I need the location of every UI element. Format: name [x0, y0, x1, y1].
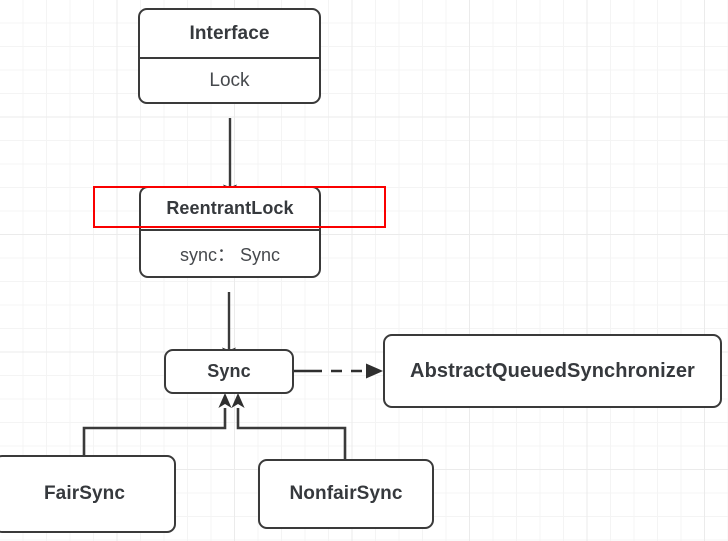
- edge-fairsync-to-sync: [82, 393, 232, 455]
- interface-body: Lock: [209, 69, 250, 91]
- interface-header: Interface: [189, 22, 270, 44]
- edge-sync-to-aqs: [294, 363, 383, 379]
- interface-divider: [140, 57, 319, 59]
- reentrantlock-divider: [141, 229, 319, 231]
- aqs-header: AbstractQueuedSynchronizer: [410, 359, 695, 382]
- class-box-nonfairsync[interactable]: NonfairSync: [258, 459, 434, 529]
- fairsync-header: FairSync: [43, 483, 126, 504]
- edge-nonfairsync-to-sync: [231, 393, 347, 459]
- red-highlight-rectangle: [93, 186, 386, 228]
- reentrantlock-header: ReentrantLock: [166, 198, 294, 218]
- class-box-sync[interactable]: Sync: [164, 349, 294, 394]
- nonfairsync-header: NonfairSync: [289, 483, 403, 504]
- sync-header: Sync: [207, 361, 251, 381]
- class-box-interface[interactable]: Interface Lock: [138, 8, 321, 104]
- class-box-abstract-queued-synchronizer[interactable]: AbstractQueuedSynchronizer: [383, 334, 722, 408]
- reentrantlock-body: sync： Sync: [179, 244, 281, 265]
- class-box-fairsync[interactable]: FairSync: [0, 455, 176, 533]
